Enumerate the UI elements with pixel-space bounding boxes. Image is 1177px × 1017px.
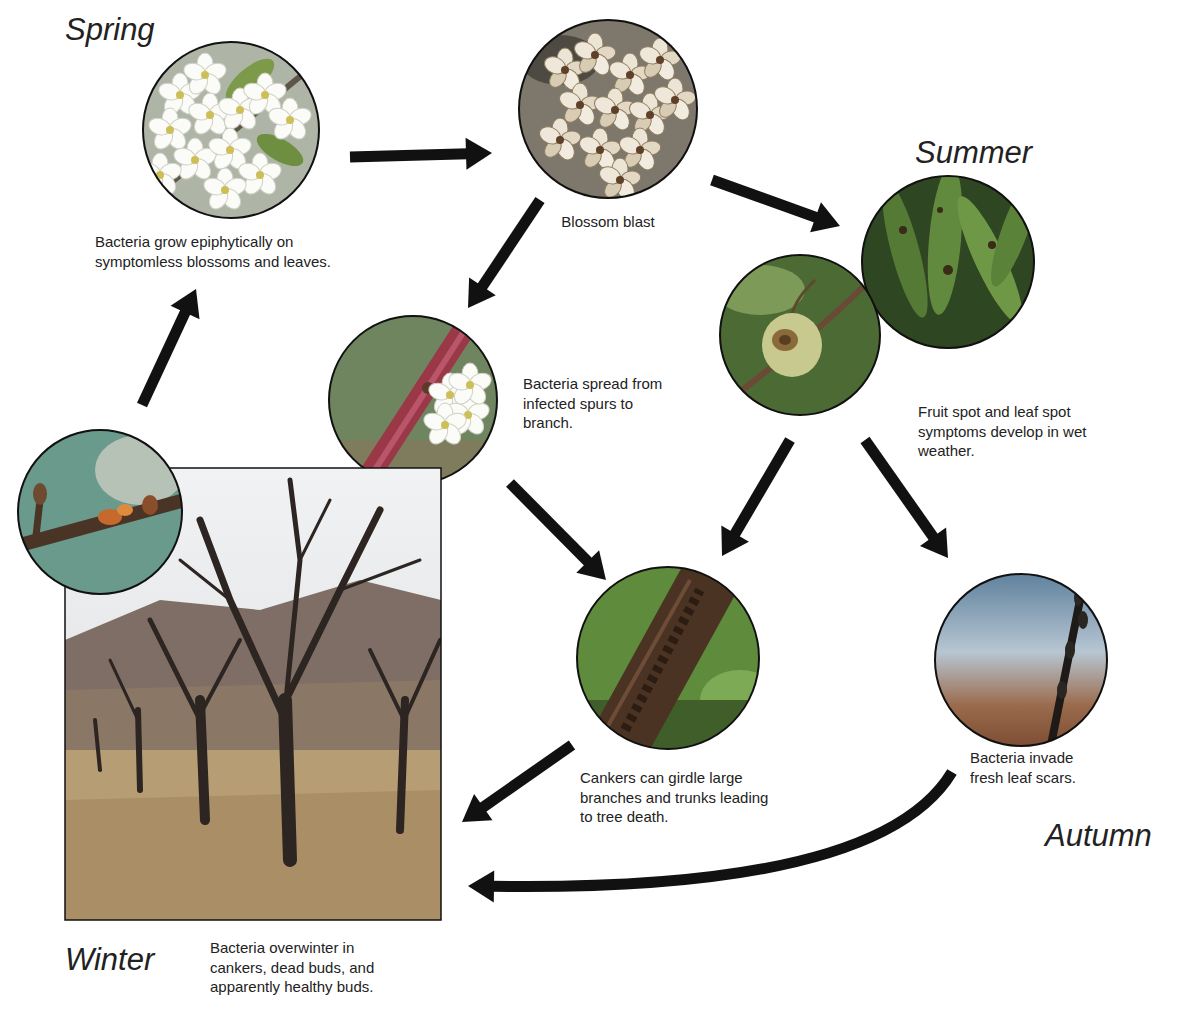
stage-caption: Bacteria invade fresh leaf scars. <box>970 748 1100 787</box>
cycle-arrow <box>712 180 840 232</box>
arrow-head <box>721 525 749 556</box>
arrow-shaft <box>350 154 468 157</box>
arrow-shaft <box>734 440 790 535</box>
cycle-arrow <box>462 745 572 822</box>
disease-stage: Bacteria invade fresh leaf scars. <box>935 574 1107 746</box>
arrow-head <box>810 202 840 232</box>
stage-caption: Bacteria grow epiphytically on symptomle… <box>95 232 345 271</box>
cycle-arrow <box>510 483 606 580</box>
disease-stage: Bacteria overwinter in cankers, dead bud… <box>65 468 441 920</box>
stage-caption: Fruit spot and leaf spot symptoms develo… <box>918 402 1093 461</box>
season-label: Spring <box>65 12 155 48</box>
arrow-head <box>920 528 948 558</box>
stage-caption: Blossom blast <box>548 212 668 232</box>
stage-caption: Cankers can girdle large branches and tr… <box>580 768 785 827</box>
season-label: Autumn <box>1045 818 1152 854</box>
arrow-head <box>171 289 200 319</box>
disease-stage: Bacteria grow epiphytically on symptomle… <box>142 42 320 218</box>
cycle-arrow <box>721 440 790 556</box>
disease-stage: Cankers can girdle large branches and tr… <box>578 566 760 750</box>
disease-stage: Fruit spot and leaf spot symptoms develo… <box>718 176 1036 418</box>
stage-caption: Bacteria spread from infected spurs to b… <box>523 374 671 433</box>
arrow-head <box>466 138 492 170</box>
arrow-head <box>468 277 496 308</box>
season-label: Winter <box>65 942 154 978</box>
arrow-shaft <box>712 180 817 218</box>
cycle-arrow <box>350 138 492 170</box>
arrow-shaft <box>481 200 540 288</box>
arrow-shaft <box>482 745 572 808</box>
arrow-head <box>576 550 606 580</box>
arrow-shaft <box>510 483 589 563</box>
disease-stage: Bacteria spread from infected spurs to b… <box>328 316 498 484</box>
disease-stage: Blossom blast <box>518 20 698 198</box>
arrow-shaft <box>142 311 186 405</box>
season-label: Summer <box>915 135 1032 171</box>
cycle-arrow <box>468 200 540 308</box>
stage-caption: Bacteria overwinter in cankers, dead bud… <box>210 938 390 997</box>
cycle-arrow <box>142 289 200 405</box>
arrow-head <box>462 794 492 822</box>
arrow-head <box>468 870 494 902</box>
